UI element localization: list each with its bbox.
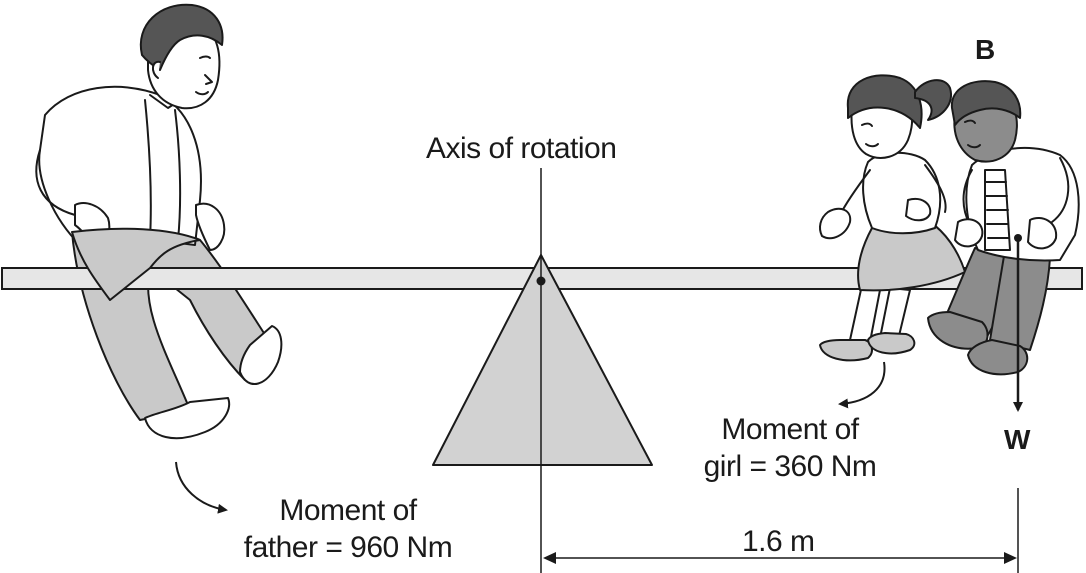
distance-arrowhead-left xyxy=(543,552,556,564)
boy-shoe-right xyxy=(967,339,1029,376)
girl-shoe-left xyxy=(819,339,873,362)
father-moment-arrow xyxy=(175,461,228,514)
father-moment-label-line1: Moment of xyxy=(279,494,417,527)
father-figure xyxy=(35,3,283,440)
fulcrum-triangle xyxy=(432,254,653,466)
father-hand-right xyxy=(195,202,226,251)
girl-shoe-right xyxy=(867,332,916,355)
girl-hair xyxy=(846,74,923,129)
girl-top xyxy=(862,151,942,235)
girl-figure xyxy=(819,74,966,362)
axis-of-rotation-label: Axis of rotation xyxy=(426,132,617,165)
girl-moment-label-line2: girl = 360 Nm xyxy=(703,450,877,483)
boy-figure xyxy=(927,80,1080,376)
girl-ponytail xyxy=(914,79,952,121)
boy-shoe-left xyxy=(927,311,989,350)
father-shoe-front xyxy=(239,325,283,385)
girl-moment-arrow xyxy=(838,361,886,409)
father-moment-label-line2: father = 960 Nm xyxy=(243,531,453,564)
distance-label: 1.6 m xyxy=(742,525,815,558)
father-jacket xyxy=(38,85,202,246)
distance-arrowhead-right xyxy=(1004,552,1017,564)
boy-jacket xyxy=(965,147,1080,262)
father-shoe-back xyxy=(144,397,230,440)
girl-moment-label-line1: Moment of xyxy=(721,413,859,446)
pivot-dot xyxy=(536,276,546,286)
boy-hair xyxy=(950,80,1022,126)
girl-skirt xyxy=(857,221,966,292)
boy-label: B xyxy=(975,34,996,65)
weight-label: W xyxy=(1004,424,1031,455)
